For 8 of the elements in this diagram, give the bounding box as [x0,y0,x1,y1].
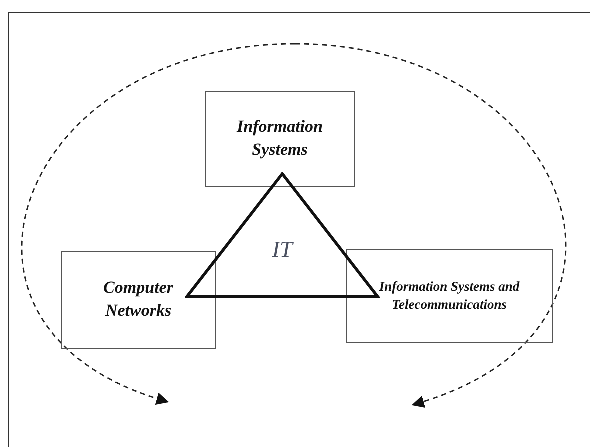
box-label: Information Systems and Telecommunications [378,278,521,314]
center-label: IT [272,236,293,264]
box-label: Information Systems [236,116,324,161]
box-label: Computer Networks [102,277,174,322]
concept-box [61,251,216,349]
triangle-shape [185,172,380,299]
concept-box [205,91,355,187]
concept-box [346,249,553,343]
